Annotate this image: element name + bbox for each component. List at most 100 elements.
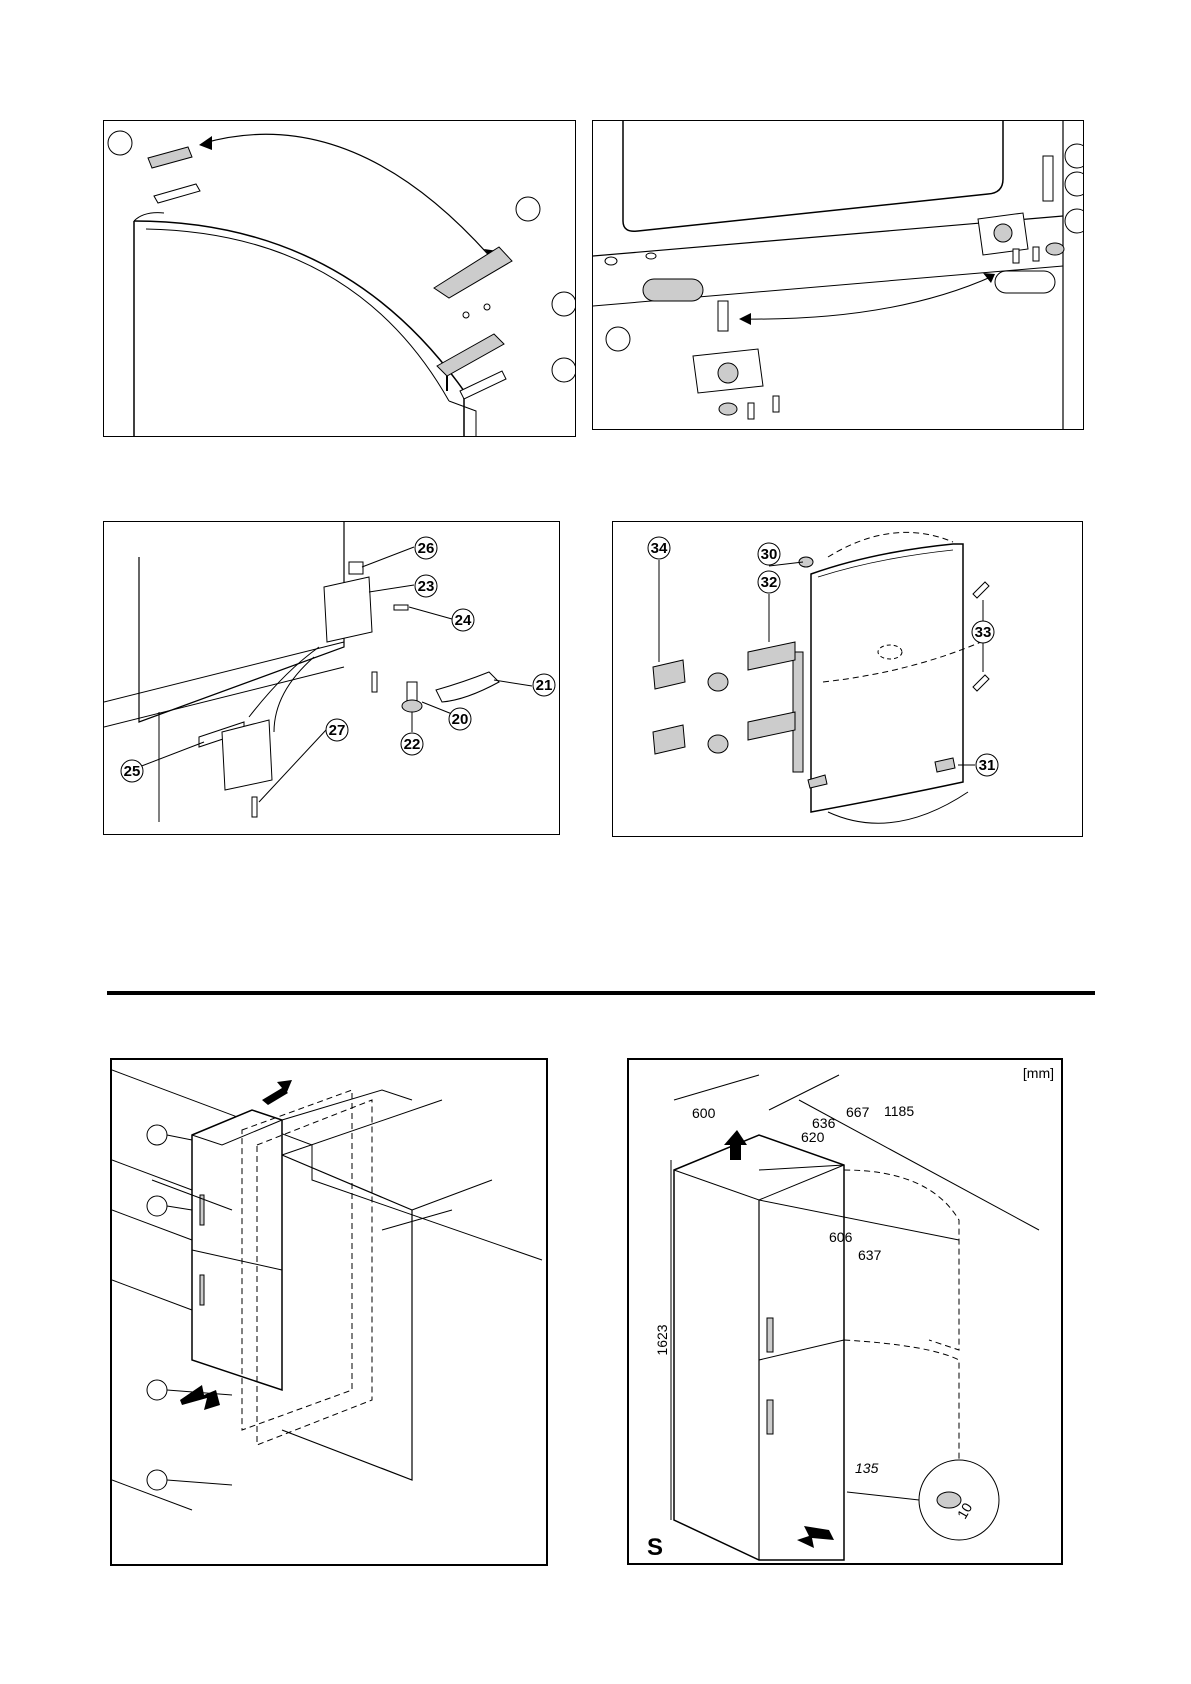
callout-32: 32 — [761, 574, 778, 591]
pin-33 — [972, 581, 990, 599]
door-outline — [810, 543, 964, 813]
callout-2 — [146, 1195, 168, 1217]
callout-33: 33 — [975, 624, 992, 641]
pin-26 — [348, 561, 364, 575]
dim-606: 606 — [829, 1229, 853, 1245]
callout-3 — [146, 1379, 168, 1401]
screw — [707, 734, 729, 754]
cover-plug — [642, 278, 704, 302]
cap — [1045, 242, 1065, 256]
callout-circle — [1064, 143, 1083, 169]
transfer-arrow-arc — [827, 791, 969, 824]
panel-hinge-pin-drawing — [593, 121, 1083, 429]
screw-24 — [393, 604, 409, 611]
arrow-head — [739, 313, 751, 325]
plug-31 — [934, 757, 956, 773]
screw — [462, 311, 470, 319]
hinge-plate — [436, 333, 505, 377]
cover-21 — [435, 671, 500, 703]
callout-circle — [1064, 208, 1083, 234]
appliance — [191, 1109, 283, 1392]
dim-line-width — [673, 1074, 760, 1101]
door-handle — [766, 1399, 774, 1435]
hinge-23 — [323, 576, 373, 643]
vent-arrow — [262, 1080, 292, 1105]
dim-600: 600 — [692, 1105, 716, 1121]
bush-22 — [401, 699, 423, 713]
arrow-head — [199, 136, 212, 150]
hinge-bracket — [459, 370, 507, 400]
dim-1623: 1623 — [654, 1324, 670, 1355]
dim-667: 667 — [846, 1104, 870, 1120]
vent-arrow — [724, 1130, 747, 1160]
callout-circle — [515, 196, 541, 222]
callout-31: 31 — [979, 757, 996, 774]
dim-10: 10 — [954, 1500, 976, 1522]
callout-4 — [146, 1469, 168, 1491]
panel-top-cover-transfer — [103, 120, 576, 437]
callout-34: 34 — [651, 540, 668, 557]
cover-plug — [994, 270, 1056, 294]
cover-wedge — [433, 246, 513, 299]
panel-dimensions-drawing: [mm] 600 636 667 1185 620 606 637 1623 1… — [647, 1065, 1054, 1561]
push-arrow — [180, 1385, 220, 1410]
hinge-pin — [717, 300, 729, 332]
screw — [772, 395, 780, 413]
screw-27 — [371, 671, 378, 693]
callout-22: 22 — [404, 736, 421, 753]
callout-circle — [551, 357, 575, 383]
panel-door-handle: 34 30 32 33 31 — [612, 521, 1083, 837]
dim-line-depth-open — [798, 1099, 1040, 1231]
hinge-bracket — [153, 183, 201, 204]
door-handle — [766, 1317, 774, 1353]
cover-cap — [147, 146, 193, 169]
screw — [1032, 246, 1040, 262]
move-arrow — [248, 646, 320, 718]
dim-line-door — [758, 1199, 960, 1241]
callout-circle — [605, 326, 631, 352]
callout-1 — [146, 1124, 168, 1146]
transfer-arrow-arc — [742, 275, 994, 320]
screw — [483, 303, 491, 311]
panel-hinge-pin-transfer — [592, 120, 1084, 430]
screw — [747, 402, 755, 420]
screw-27 — [251, 796, 258, 818]
dim-636: 636 — [812, 1115, 836, 1131]
section-divider — [107, 991, 1095, 995]
panel-top-cover-drawing — [107, 130, 575, 436]
cap — [718, 402, 738, 416]
hinge-pin — [1042, 155, 1054, 202]
pin-33 — [972, 674, 990, 692]
panel-niche-installation — [110, 1058, 548, 1566]
callout-30: 30 — [761, 546, 778, 563]
callout-23: 23 — [418, 578, 435, 595]
callout-20: 20 — [452, 711, 469, 728]
transfer-arrow-arc — [203, 133, 495, 262]
dim-135: 135 — [855, 1460, 879, 1476]
push-arrow — [797, 1526, 834, 1548]
cover-34 — [652, 659, 686, 690]
transfer-arrow-arc — [822, 638, 989, 683]
unit-label: [mm] — [1023, 1065, 1054, 1081]
panel-niche-drawing — [112, 1069, 543, 1511]
panel-dimensions: [mm] 600 636 667 1185 620 606 637 1623 1… — [627, 1058, 1063, 1565]
callout-circle — [107, 130, 133, 156]
callout-circle — [1064, 171, 1083, 197]
dim-620: 620 — [801, 1129, 825, 1145]
dim-line-depth — [768, 1074, 840, 1111]
callout-24: 24 — [455, 612, 472, 629]
callout-27: 27 — [329, 722, 346, 739]
move-arrow — [273, 656, 315, 733]
dim-1185: 1185 — [884, 1103, 914, 1119]
dim-637: 637 — [858, 1247, 882, 1263]
callout-26: 26 — [418, 540, 435, 557]
callout-21: 21 — [536, 677, 553, 694]
arrow-head — [983, 273, 995, 283]
hinge-25 — [221, 719, 273, 791]
panel-lower-hinge: 26 23 24 21 20 22 27 25 — [103, 521, 560, 835]
panel-door-handle-drawing: 34 30 32 33 31 — [647, 531, 999, 824]
screw — [1012, 248, 1020, 264]
screw — [707, 672, 729, 692]
variant-label: S — [647, 1534, 663, 1561]
cover-34 — [652, 724, 686, 755]
